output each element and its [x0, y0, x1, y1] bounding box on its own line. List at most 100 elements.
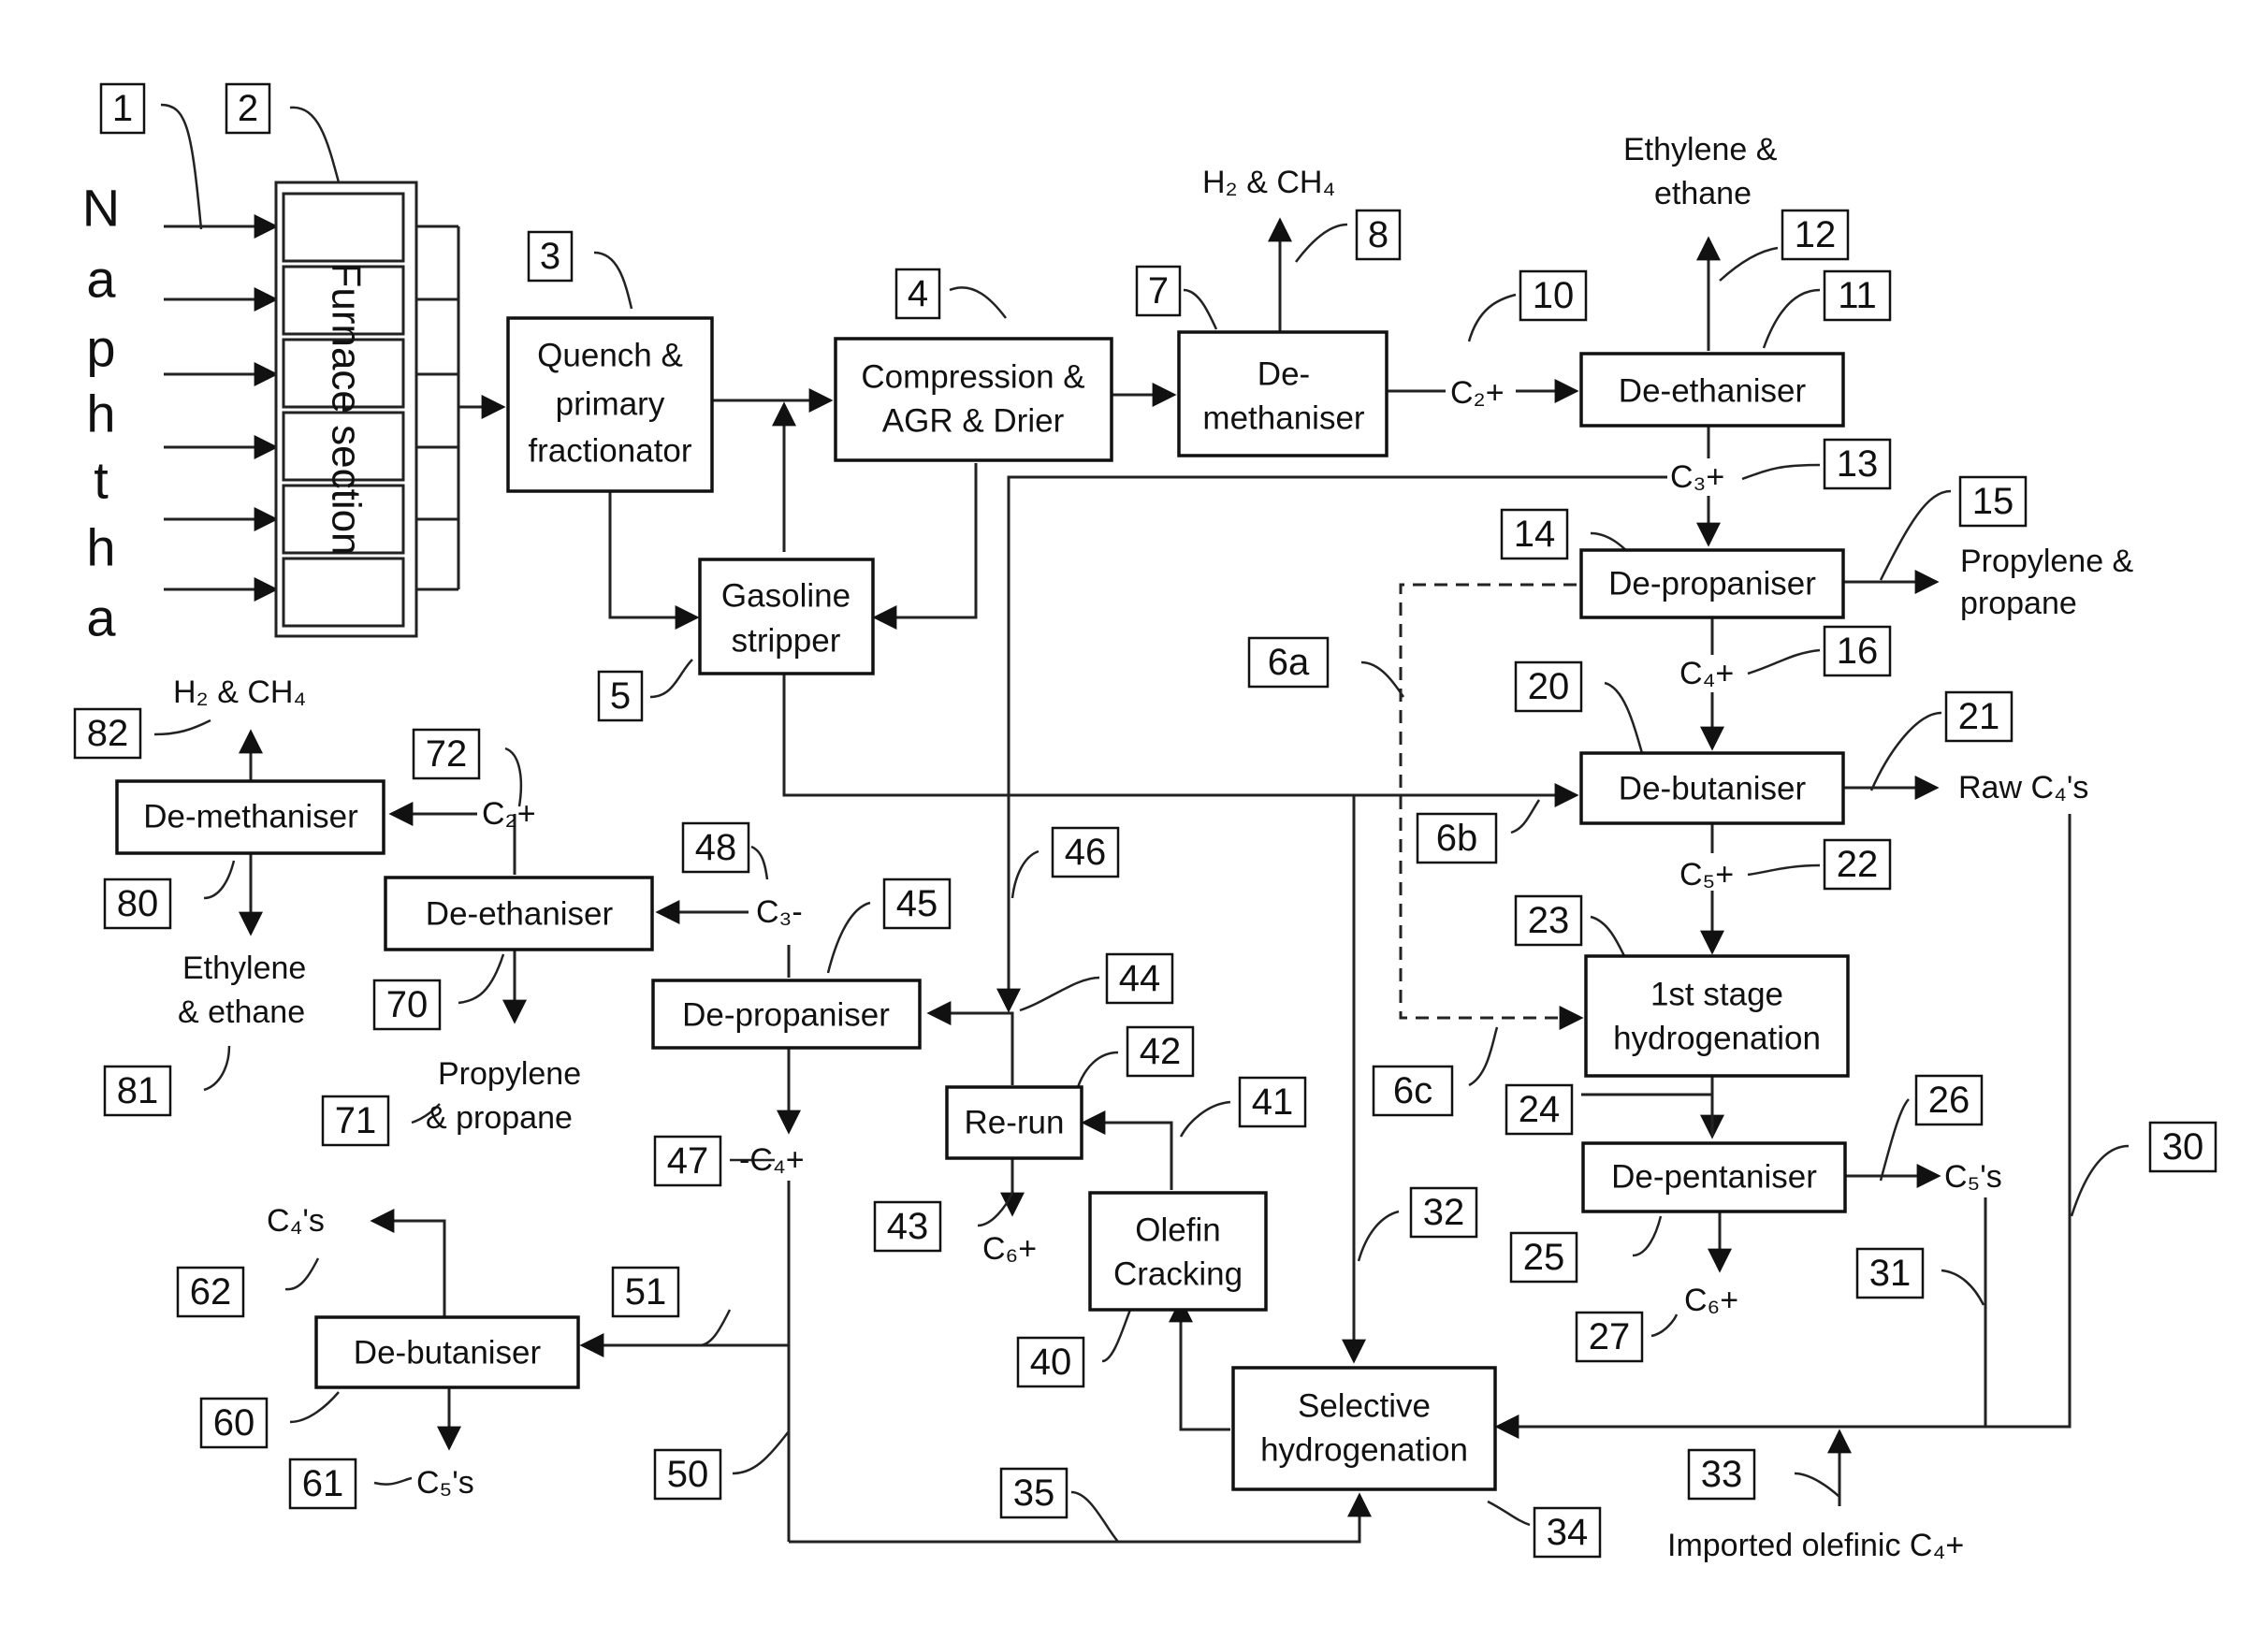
tag-30: 30 — [2150, 1123, 2216, 1171]
unit-label: Compression & — [861, 359, 1084, 396]
stream-ethylene-bottom: & ethane — [178, 994, 305, 1030]
stream-propylene-bottom: & propane — [426, 1100, 573, 1136]
unit-compression: Compression & AGR & Drier — [836, 339, 1112, 460]
tag-number: 25 — [1523, 1237, 1565, 1278]
naphtha-letter: N — [82, 179, 120, 238]
tag-61: 61 — [290, 1459, 356, 1508]
tag-number: 44 — [1119, 958, 1161, 999]
tag-3: 3 — [529, 232, 572, 281]
unit-label: hydrogenation — [1260, 1432, 1468, 1469]
tag-number: 48 — [695, 827, 737, 868]
tag-number: 62 — [190, 1271, 232, 1313]
tag-6b: 6b — [1418, 814, 1496, 863]
tag-number: 11 — [1838, 275, 1877, 316]
unit-olefin-cracking: Olefin Cracking — [1090, 1193, 1266, 1310]
tag-number: 22 — [1837, 844, 1879, 885]
stream-c5s-top: C₅'s — [1944, 1159, 2002, 1195]
unit-label: De-pentaniser — [1611, 1159, 1817, 1196]
stream-h2-ch4-top: H₂ & CH₄ — [1202, 165, 1335, 200]
tag-number: 43 — [887, 1206, 929, 1247]
tag-4: 4 — [896, 269, 939, 318]
stream-c4s-bottom: C₄'s — [267, 1203, 325, 1239]
tag-number: 24 — [1519, 1089, 1561, 1130]
tag-number: 6b — [1436, 818, 1478, 859]
unit-label: De-propaniser — [682, 997, 890, 1034]
unit-depropaniser-bottom: De-propaniser — [653, 980, 920, 1048]
tag-82: 82 — [75, 709, 140, 758]
stream-ethylene-bottom: Ethylene — [182, 950, 306, 986]
tag-number: 33 — [1701, 1454, 1743, 1495]
tag-number: 8 — [1368, 214, 1388, 255]
tag-33: 33 — [1689, 1450, 1754, 1499]
tag-50: 50 — [655, 1450, 720, 1499]
tag-number: 2 — [238, 88, 258, 129]
tag-number: 80 — [117, 883, 159, 924]
tag-26: 26 — [1916, 1076, 1982, 1124]
tag-number: 61 — [302, 1463, 344, 1504]
tag-8: 8 — [1357, 210, 1400, 259]
tag-47: 47 — [655, 1137, 720, 1185]
naphtha-letter: h — [86, 518, 115, 577]
naphtha-letter: a — [86, 250, 116, 309]
stream-propylene-top: Propylene & — [1960, 544, 2134, 579]
tag-20: 20 — [1516, 662, 1581, 711]
stream-c4plus-top: C₄+ — [1679, 656, 1734, 691]
tag-number: 34 — [1547, 1512, 1589, 1553]
unit-label: Selective — [1298, 1388, 1431, 1425]
tag-13: 13 — [1825, 440, 1890, 488]
tag-number: 6a — [1268, 642, 1310, 683]
unit-label: primary — [556, 386, 665, 423]
tag-5: 5 — [599, 672, 642, 720]
unit-deethaniser-top: De-ethaniser — [1581, 354, 1843, 426]
tag-23: 23 — [1516, 896, 1581, 945]
unit-label: De-ethaniser — [426, 896, 614, 933]
tag-number: 70 — [386, 984, 429, 1025]
tag-31: 31 — [1857, 1249, 1923, 1298]
tag-16: 16 — [1825, 627, 1890, 675]
tag-number: 31 — [1869, 1253, 1912, 1294]
tag-22: 22 — [1825, 840, 1890, 889]
tag-6a: 6a — [1249, 638, 1328, 687]
unit-debutaniser-bottom: De-butaniser — [316, 1317, 578, 1387]
stream-c6plus-top: C₆+ — [1684, 1283, 1738, 1318]
unit-label: Olefin — [1135, 1212, 1220, 1249]
tag-70: 70 — [374, 980, 440, 1029]
naphtha-letter: p — [86, 319, 115, 378]
unit-deethaniser-bottom: De-ethaniser — [385, 878, 652, 950]
tag-number: 51 — [625, 1271, 667, 1313]
stream-c4plus-bottom: -C₄+ — [739, 1142, 805, 1178]
unit-label: De-methaniser — [143, 799, 358, 835]
naphtha-letter: t — [94, 451, 109, 510]
tag-46: 46 — [1053, 828, 1118, 877]
tag-number: 21 — [1958, 696, 2000, 737]
tag-35: 35 — [1001, 1469, 1067, 1517]
tag-45: 45 — [884, 879, 950, 928]
tag-32: 32 — [1411, 1188, 1476, 1237]
tag-80: 80 — [105, 879, 170, 928]
tag-number: 14 — [1514, 514, 1556, 555]
tag-72: 72 — [414, 730, 479, 778]
tag-44: 44 — [1107, 954, 1172, 1003]
tag-number: 13 — [1837, 443, 1879, 485]
tag-number: 45 — [896, 883, 938, 924]
unit-label: De-butaniser — [1619, 771, 1807, 807]
stream-ethylene-top: Ethylene & — [1623, 132, 1778, 167]
tag-81: 81 — [105, 1066, 170, 1115]
tag-27: 27 — [1577, 1313, 1642, 1361]
stream-c3minus: C₃- — [756, 894, 803, 930]
stream-c5plus: C₅+ — [1679, 857, 1734, 892]
tag-number: 81 — [117, 1070, 159, 1111]
unit-label: AGR & Drier — [882, 403, 1065, 440]
tag-14: 14 — [1502, 510, 1567, 559]
tag-number: 41 — [1252, 1081, 1294, 1123]
unit-label: Gasoline — [721, 578, 850, 615]
unit-label: methaniser — [1202, 400, 1364, 437]
tag-10: 10 — [1520, 271, 1586, 320]
unit-label: hydrogenation — [1613, 1021, 1821, 1057]
stream-raw-c4: Raw C₄'s — [1958, 770, 2088, 805]
furnace-label: Furnace section — [324, 262, 370, 555]
tag-48: 48 — [683, 823, 749, 872]
tag-number: 46 — [1065, 832, 1107, 873]
unit-demethaniser-bottom: De-methaniser — [117, 781, 384, 853]
tag-2: 2 — [226, 84, 269, 133]
